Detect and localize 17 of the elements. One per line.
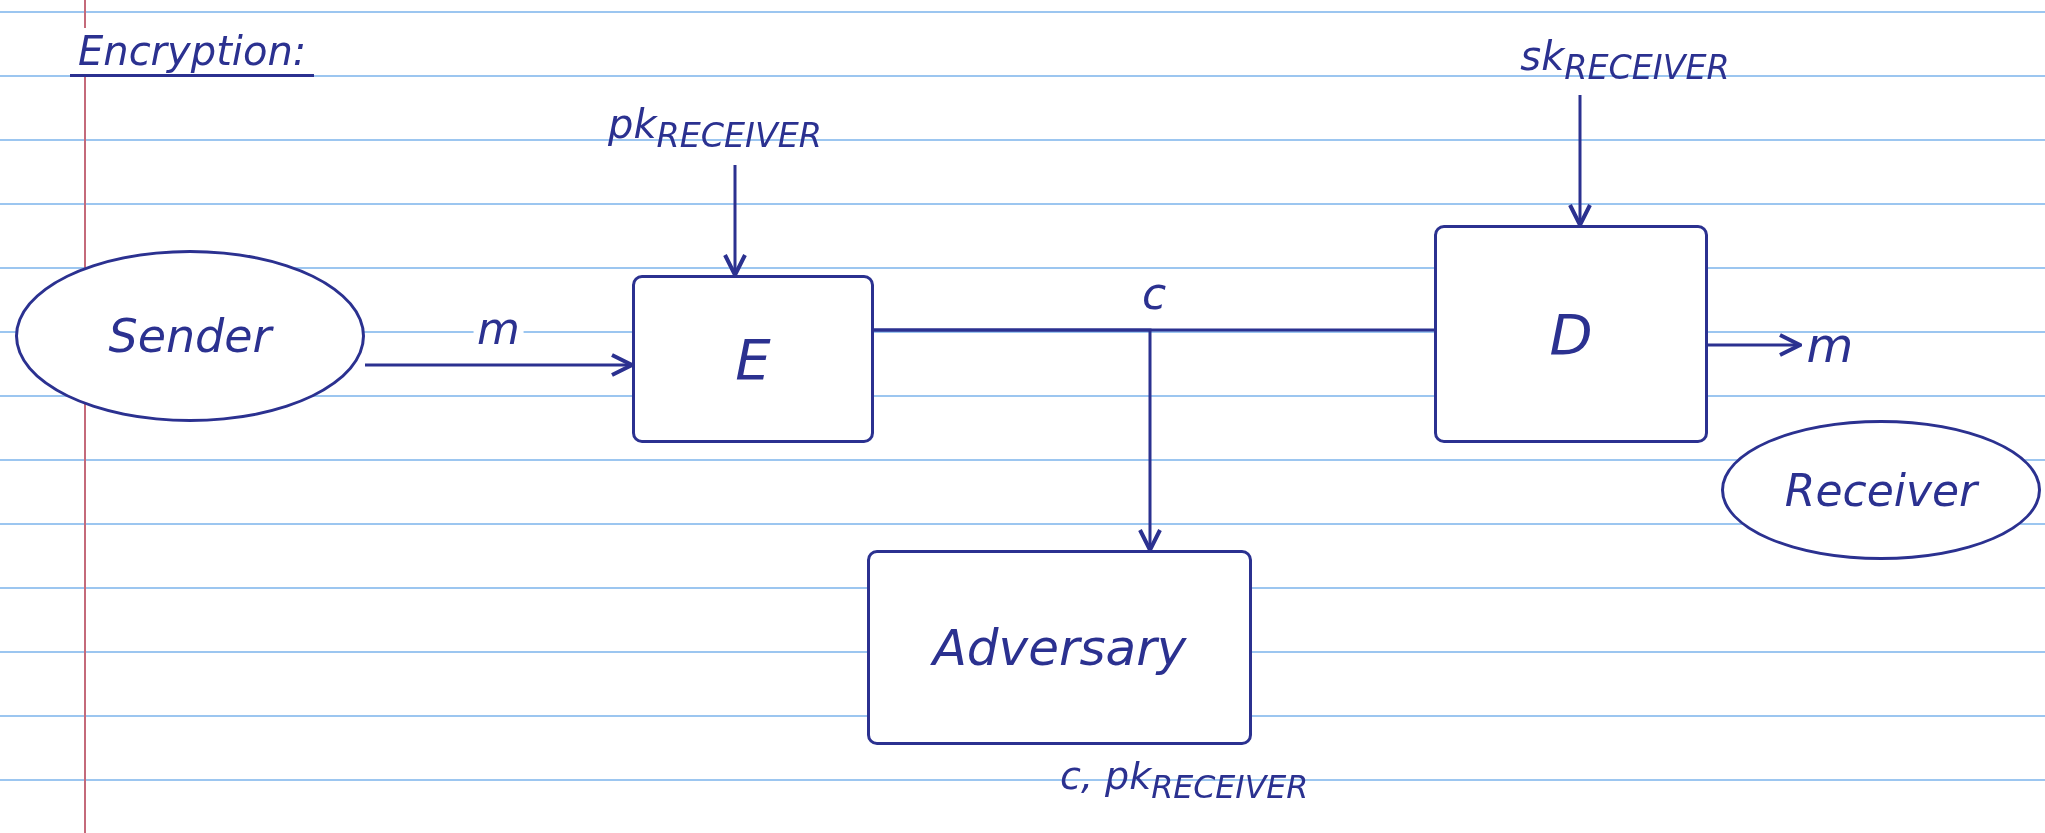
node-label: E (735, 326, 771, 392)
process-box (632, 275, 874, 443)
arrow (1568, 95, 1592, 227)
node-label: D (1549, 301, 1593, 367)
node-annotation: c, pk$_{RECEIVER}$ (1060, 754, 1309, 805)
node-label: Adversary (932, 618, 1187, 677)
node-label: m (1806, 317, 1854, 373)
node-label: Sender (108, 309, 272, 363)
node-label: sk$_{RECEIVER}$ (1520, 33, 1730, 87)
arrow (365, 353, 634, 377)
node-label: pk$_{RECEIVER}$ (608, 100, 822, 155)
arrow (874, 328, 1162, 552)
process-box (1434, 225, 1708, 443)
node-label: Receiver (1784, 464, 1978, 516)
diagram-title: Encryption: (70, 28, 315, 77)
arrow (1708, 333, 1802, 357)
arrow (723, 165, 747, 277)
